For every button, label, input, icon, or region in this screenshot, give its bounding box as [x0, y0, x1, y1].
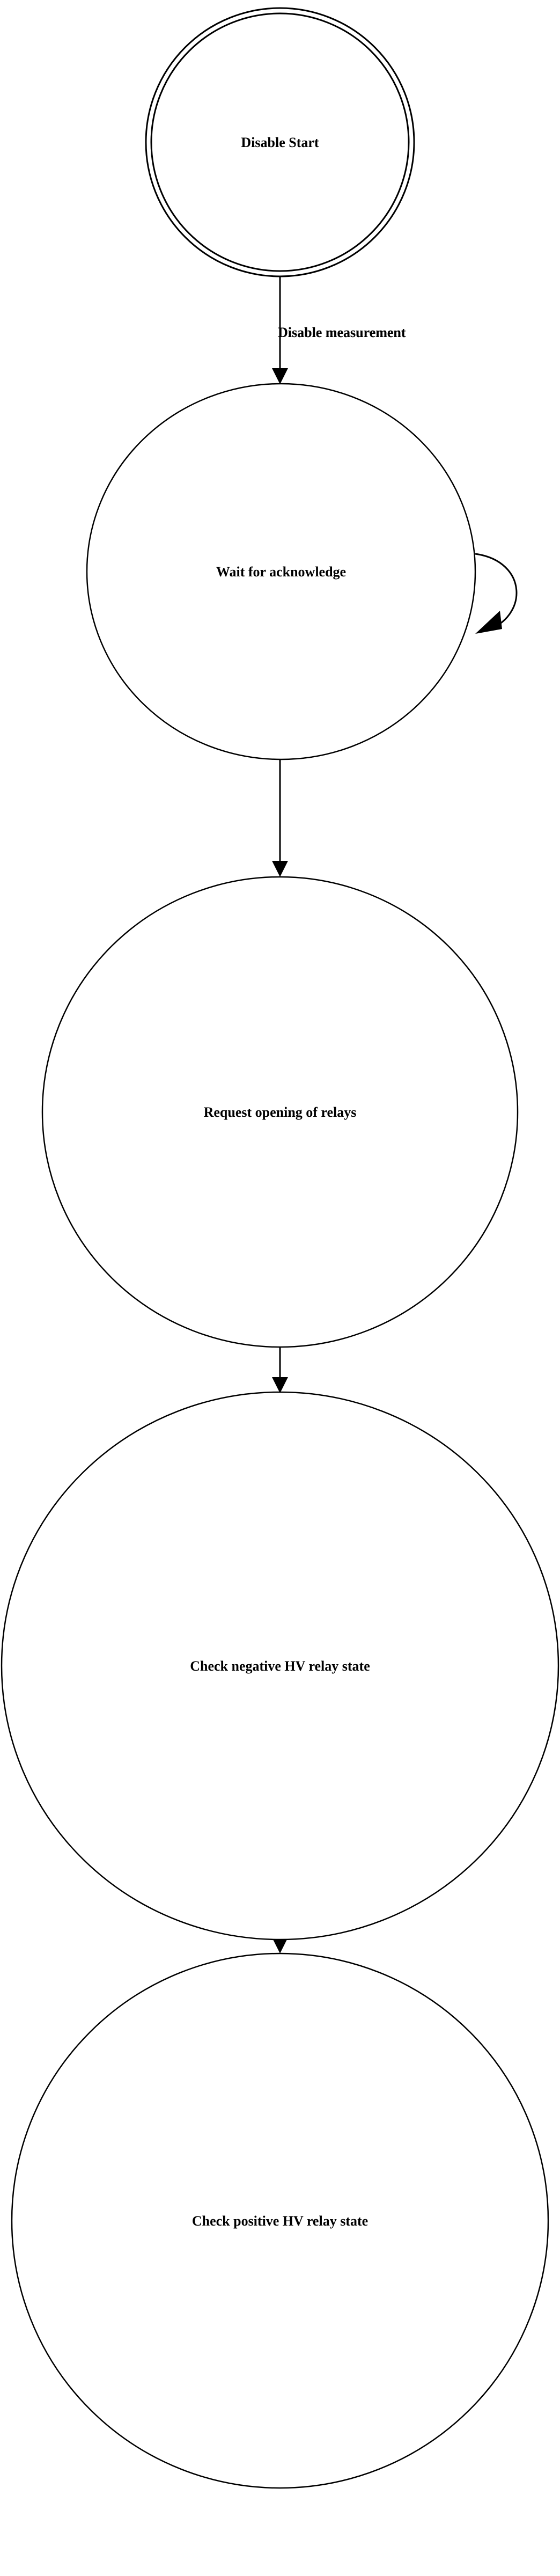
arrow-head-icon: [475, 611, 502, 634]
state-inner-circle: [151, 13, 409, 271]
arrow-head-icon: [272, 861, 288, 877]
self-loop-wait-for-acknowledge[interactable]: [475, 553, 518, 634]
state-label: Check positive HV relay state: [192, 2213, 368, 2229]
state-outer-circle: [12, 1953, 548, 2488]
state-node-check-positive-hv-relay-state[interactable]: Check positive HV relay state: [12, 1953, 548, 2488]
state-label: Check negative HV relay state: [190, 1658, 370, 1674]
transition-label-disable-measurement: Disable measurement: [278, 325, 406, 340]
state-outer-circle: [87, 384, 475, 759]
arrow-head-icon: [272, 1937, 288, 1953]
transition-label-group-disable-measurement: Disable measurement: [278, 325, 406, 340]
state-node-wait-for-acknowledge[interactable]: Wait for acknowledge: [87, 384, 475, 759]
state-label: Request opening of relays: [204, 1104, 357, 1120]
state-outer-circle: [42, 877, 518, 1347]
arrow-head-icon: [272, 368, 288, 384]
arrow-head-icon: [272, 1377, 288, 1393]
state-node-disable-start[interactable]: Disable Start: [146, 8, 414, 276]
state-outer-circle: [2, 1392, 558, 1940]
transition-disable-measurement[interactable]: Disable measurement: [272, 277, 406, 384]
transition-wait-to-request[interactable]: [272, 760, 288, 877]
transition-request-to-check-negative[interactable]: [272, 1347, 288, 1393]
state-label: Disable Start: [241, 135, 319, 150]
state-label: Wait for acknowledge: [216, 564, 346, 580]
transition-label: Disable measurement: [278, 325, 406, 340]
state-node-request-opening-of-relays[interactable]: Request opening of relays: [42, 877, 518, 1347]
state-node-check-negative-hv-relay-state[interactable]: Check negative HV relay state: [2, 1392, 558, 1940]
